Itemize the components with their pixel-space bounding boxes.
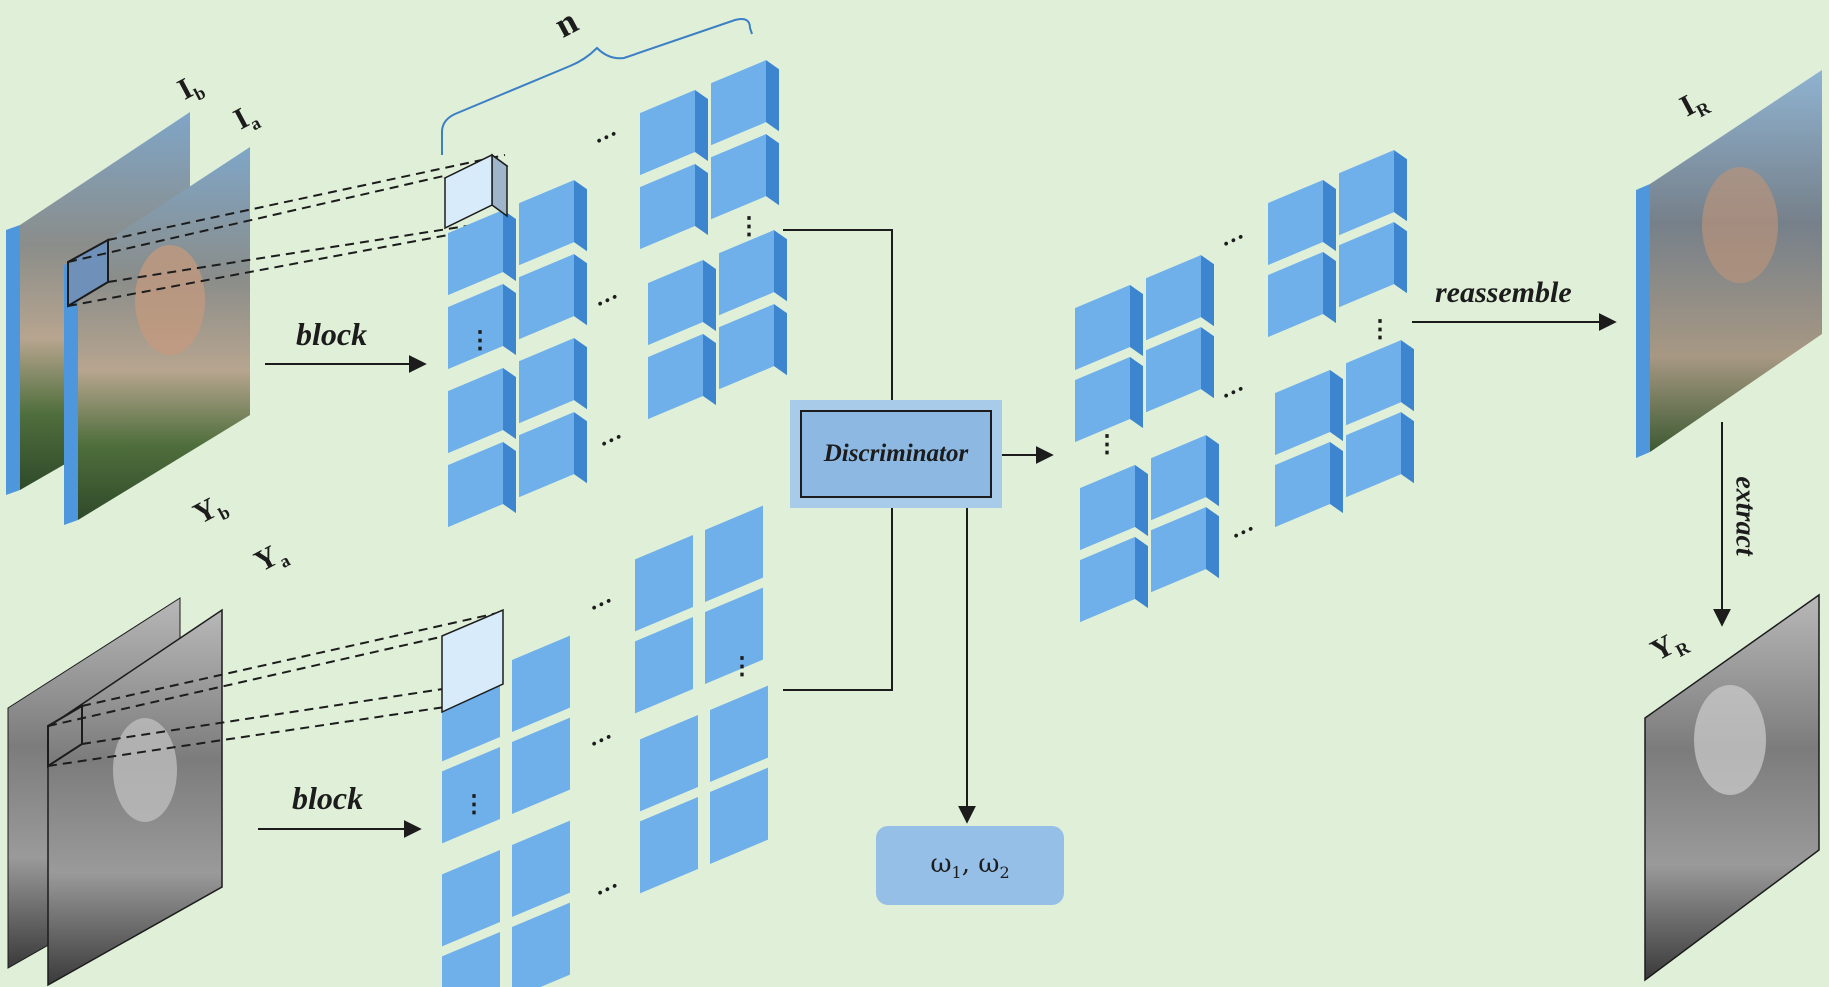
block [640,90,708,176]
ellipsis-vertical: ⋮ [1095,432,1119,458]
block [1080,537,1148,623]
input-image-stack-color [6,112,250,525]
connector-lines [783,229,893,691]
extract-label: extract [1729,476,1761,556]
block [512,820,570,917]
block [1146,327,1214,413]
block [448,284,516,370]
block [705,505,763,602]
block [640,797,698,894]
block-grid-top [448,60,787,528]
block [711,60,779,146]
block [711,134,779,220]
n-brace [441,18,753,155]
image-ia-face [135,245,205,355]
highlight-block-bottom [441,608,504,714]
discriminator-box: Discriminator [790,400,1002,508]
block [512,717,570,814]
block [448,368,516,454]
block [1268,252,1336,338]
block [448,210,516,296]
block [1339,222,1407,308]
block [519,412,587,498]
block [1075,285,1143,371]
highlight-block-top [443,153,509,230]
block [519,254,587,340]
image-ib-edge [6,225,20,495]
block [512,635,570,732]
block [1151,435,1219,521]
weights-label: ω1, ω2 [930,849,1009,882]
block [635,617,693,714]
ellipsis-vertical: ⋮ [462,792,486,818]
block [1080,465,1148,551]
block [1346,340,1414,426]
image-ya-face [113,718,177,822]
ellipsis-vertical: ⋮ [468,328,492,354]
block [1339,150,1407,236]
block [1075,357,1143,443]
output-image-color [1636,70,1822,458]
block [710,685,768,782]
projection-lines [47,154,506,767]
block [1268,180,1336,266]
block [442,747,500,844]
block-grid-output [1075,150,1414,623]
block [710,767,768,864]
block [635,535,693,632]
block [448,442,516,528]
connector-top [783,229,893,400]
omega2-sub: 2 [999,863,1010,883]
block [512,902,570,987]
block [648,334,716,420]
block [648,260,716,346]
omega2-main: , ω [961,848,1000,879]
block [640,164,708,250]
block [705,587,763,684]
block-label-bottom: block [292,780,364,816]
block [719,230,787,316]
connector-bottom [783,508,893,691]
input-image-stack-gray [7,597,223,987]
omega1-sub: 1 [951,863,962,883]
block [519,180,587,266]
arrows [258,313,1731,838]
omega1-main: ω [930,848,952,879]
block [442,932,500,987]
block [1275,442,1343,528]
output-image-gray [1644,593,1820,982]
block-label-top: block [296,316,368,352]
ellipsis-vertical: ⋮ [737,214,761,240]
block [1146,255,1214,341]
block [640,715,698,812]
block [1346,412,1414,498]
block [719,304,787,390]
discriminator-label: Discriminator [800,410,992,498]
block [1275,370,1343,456]
ellipsis-vertical: ⋮ [730,654,754,680]
block [519,338,587,424]
reassemble-label: reassemble [1435,276,1572,309]
block [442,850,500,947]
ellipsis-vertical: ⋮ [1368,317,1392,343]
weights-box: ω1, ω2 [876,826,1064,905]
block [1151,507,1219,593]
image-ia-edge [64,260,78,525]
